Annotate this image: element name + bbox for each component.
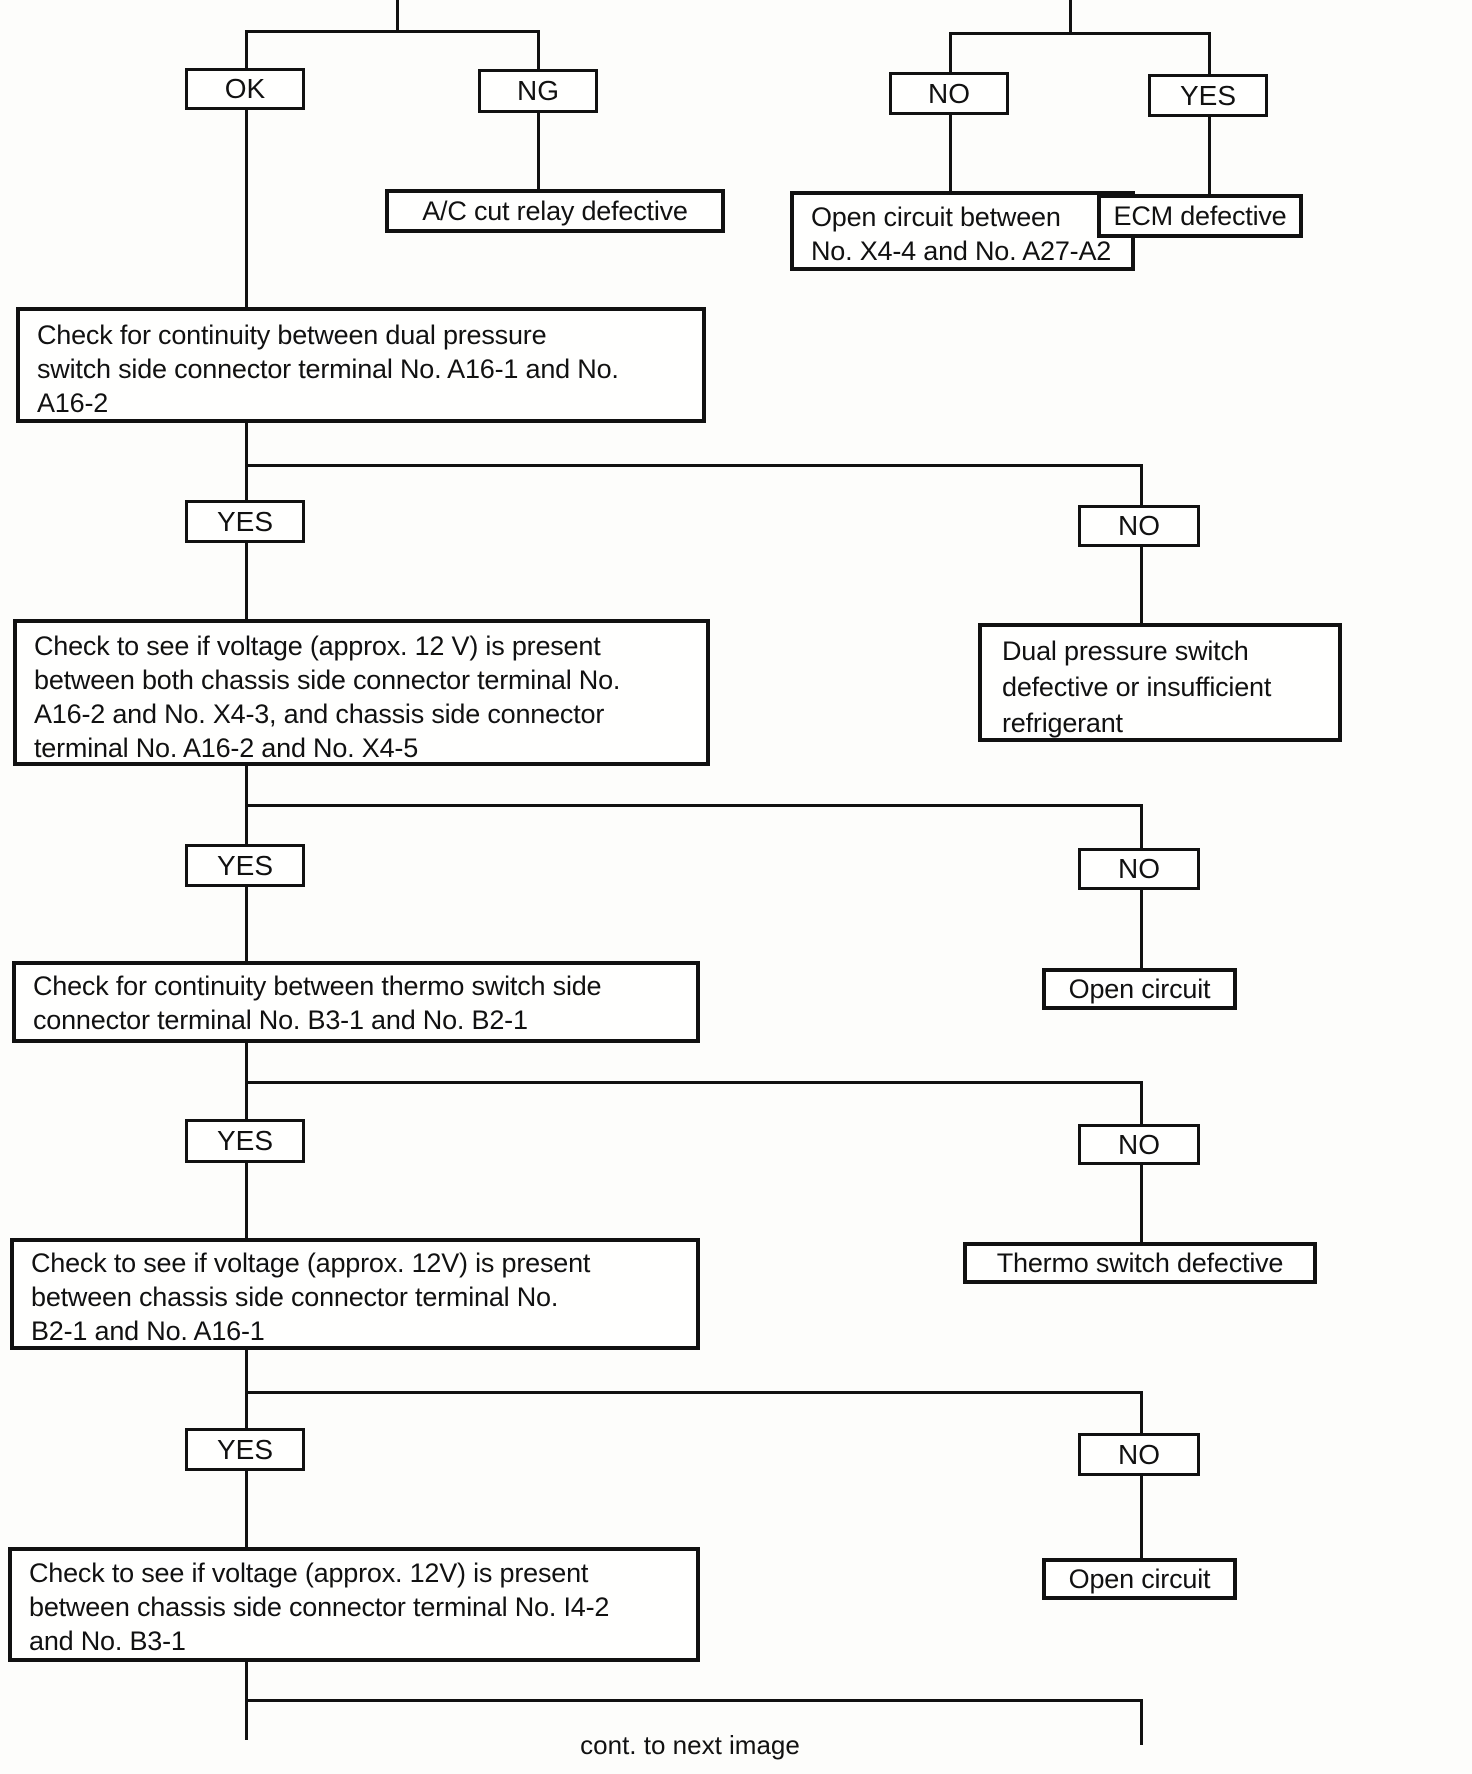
branch-6 [245,1699,1143,1702]
connector-yes-to-ecm [1208,115,1211,196]
result-open-circuit-2: Open circuit [1042,1558,1237,1600]
result-open-circuit-2-text: Open circuit [1068,1564,1211,1594]
connector-branch-top-right [949,32,1211,35]
label-no-1-text: NO [1118,510,1160,541]
spine-ok-to-check-dual [245,108,248,309]
spine-voltage-b2-to-yes4 [245,1348,248,1430]
step-check-voltage-b2: Check to see if voltage (approx. 12V) is… [10,1238,700,1350]
label-no-3: NO [1078,1124,1200,1165]
step-check-continuity-dual-pressure: Check for continuity between dual pressu… [16,307,706,423]
label-yes-1: YES [185,500,305,543]
step-check-voltage-a16: Check to see if voltage (approx. 12 V) i… [13,619,710,766]
connector-to-ng [537,30,540,71]
result-open-circuit-1-text: Open circuit [1068,974,1211,1004]
spine-check-dual-to-yes1 [245,421,248,502]
spine-yes4-to-voltage-i4 [245,1469,248,1549]
connector-no3-to-thermo-def [1140,1163,1143,1242]
label-yes-1-text: YES [216,505,274,537]
continuation-note: cont. to next image [580,1730,800,1760]
label-no-4: NO [1078,1433,1200,1476]
connector-branch5-to-no4 [1140,1391,1143,1435]
result-ac-relay-defective: A/C cut relay defective [385,189,725,233]
connector-branch2-to-no1 [1140,464,1143,507]
label-ng: NG [478,69,598,113]
branch-3 [245,804,1143,807]
label-yes-2: YES [185,844,305,887]
label-no-2: NO [1078,848,1200,890]
connector-top-left-entry [396,0,399,32]
label-no-4-text: NO [1118,1438,1160,1470]
result-open-circuit-x44: Open circuit between No. X4-4 and No. A2… [790,191,1135,271]
result-open-circuit-1: Open circuit [1042,968,1237,1010]
label-yes-4-text: YES [216,1433,274,1465]
connector-to-no-top [949,32,952,74]
branch-4 [245,1081,1143,1084]
connector-branch-top-left [245,30,540,33]
result-thermo-switch-text: Thermo switch defective [996,1248,1284,1278]
result-thermo-switch-defective: Thermo switch defective [963,1242,1317,1284]
result-ecm-text: ECM defective [1113,201,1287,231]
label-no-top-text: NO [928,77,970,109]
connector-top-right-entry [1069,0,1072,34]
label-ng-text: NG [517,75,559,106]
label-yes-top-text: YES [1179,79,1237,111]
label-no-top: NO [889,72,1009,115]
branch-2 [245,464,1143,467]
step-check-continuity-thermo: Check for continuity between thermo swit… [12,961,700,1043]
label-no-3-text: NO [1118,1128,1160,1160]
connector-branch3-to-no2 [1140,804,1143,850]
label-yes-top: YES [1148,74,1268,117]
label-yes-3-text: YES [216,1125,274,1156]
label-ok: OK [185,68,305,110]
label-yes-4: YES [185,1428,305,1471]
result-dual-pressure-defective: Dual pressure switch defective or insuff… [978,623,1342,742]
result-ac-relay-text: A/C cut relay defective [422,196,688,226]
connector-no4-to-open2 [1140,1474,1143,1558]
label-no-1: NO [1078,505,1200,547]
spine-yes2-to-thermo [245,885,248,963]
spine-yes3-to-voltage-b2 [245,1161,248,1240]
connector-no-to-open-x44 [949,113,952,193]
connector-no2-to-open1 [1140,888,1143,968]
connector-ng-to-ac-relay [537,111,540,191]
connector-branch4-to-no3 [1140,1081,1143,1126]
label-no-2-text: NO [1118,853,1160,884]
label-yes-2-text: YES [216,849,274,881]
label-yes-3: YES [185,1119,305,1163]
label-ok-text: OK [224,73,266,104]
branch-5 [245,1391,1143,1394]
connector-no1-to-dual [1140,545,1143,623]
spine-yes1-to-voltage-a16 [245,541,248,621]
result-ecm-defective: ECM defective [1097,194,1303,238]
connector-branch6-bottom-right [1140,1699,1143,1745]
connector-to-yes-top [1208,32,1211,76]
step-check-voltage-i4: Check to see if voltage (approx. 12V) is… [8,1547,700,1662]
connector-to-ok [245,30,248,70]
